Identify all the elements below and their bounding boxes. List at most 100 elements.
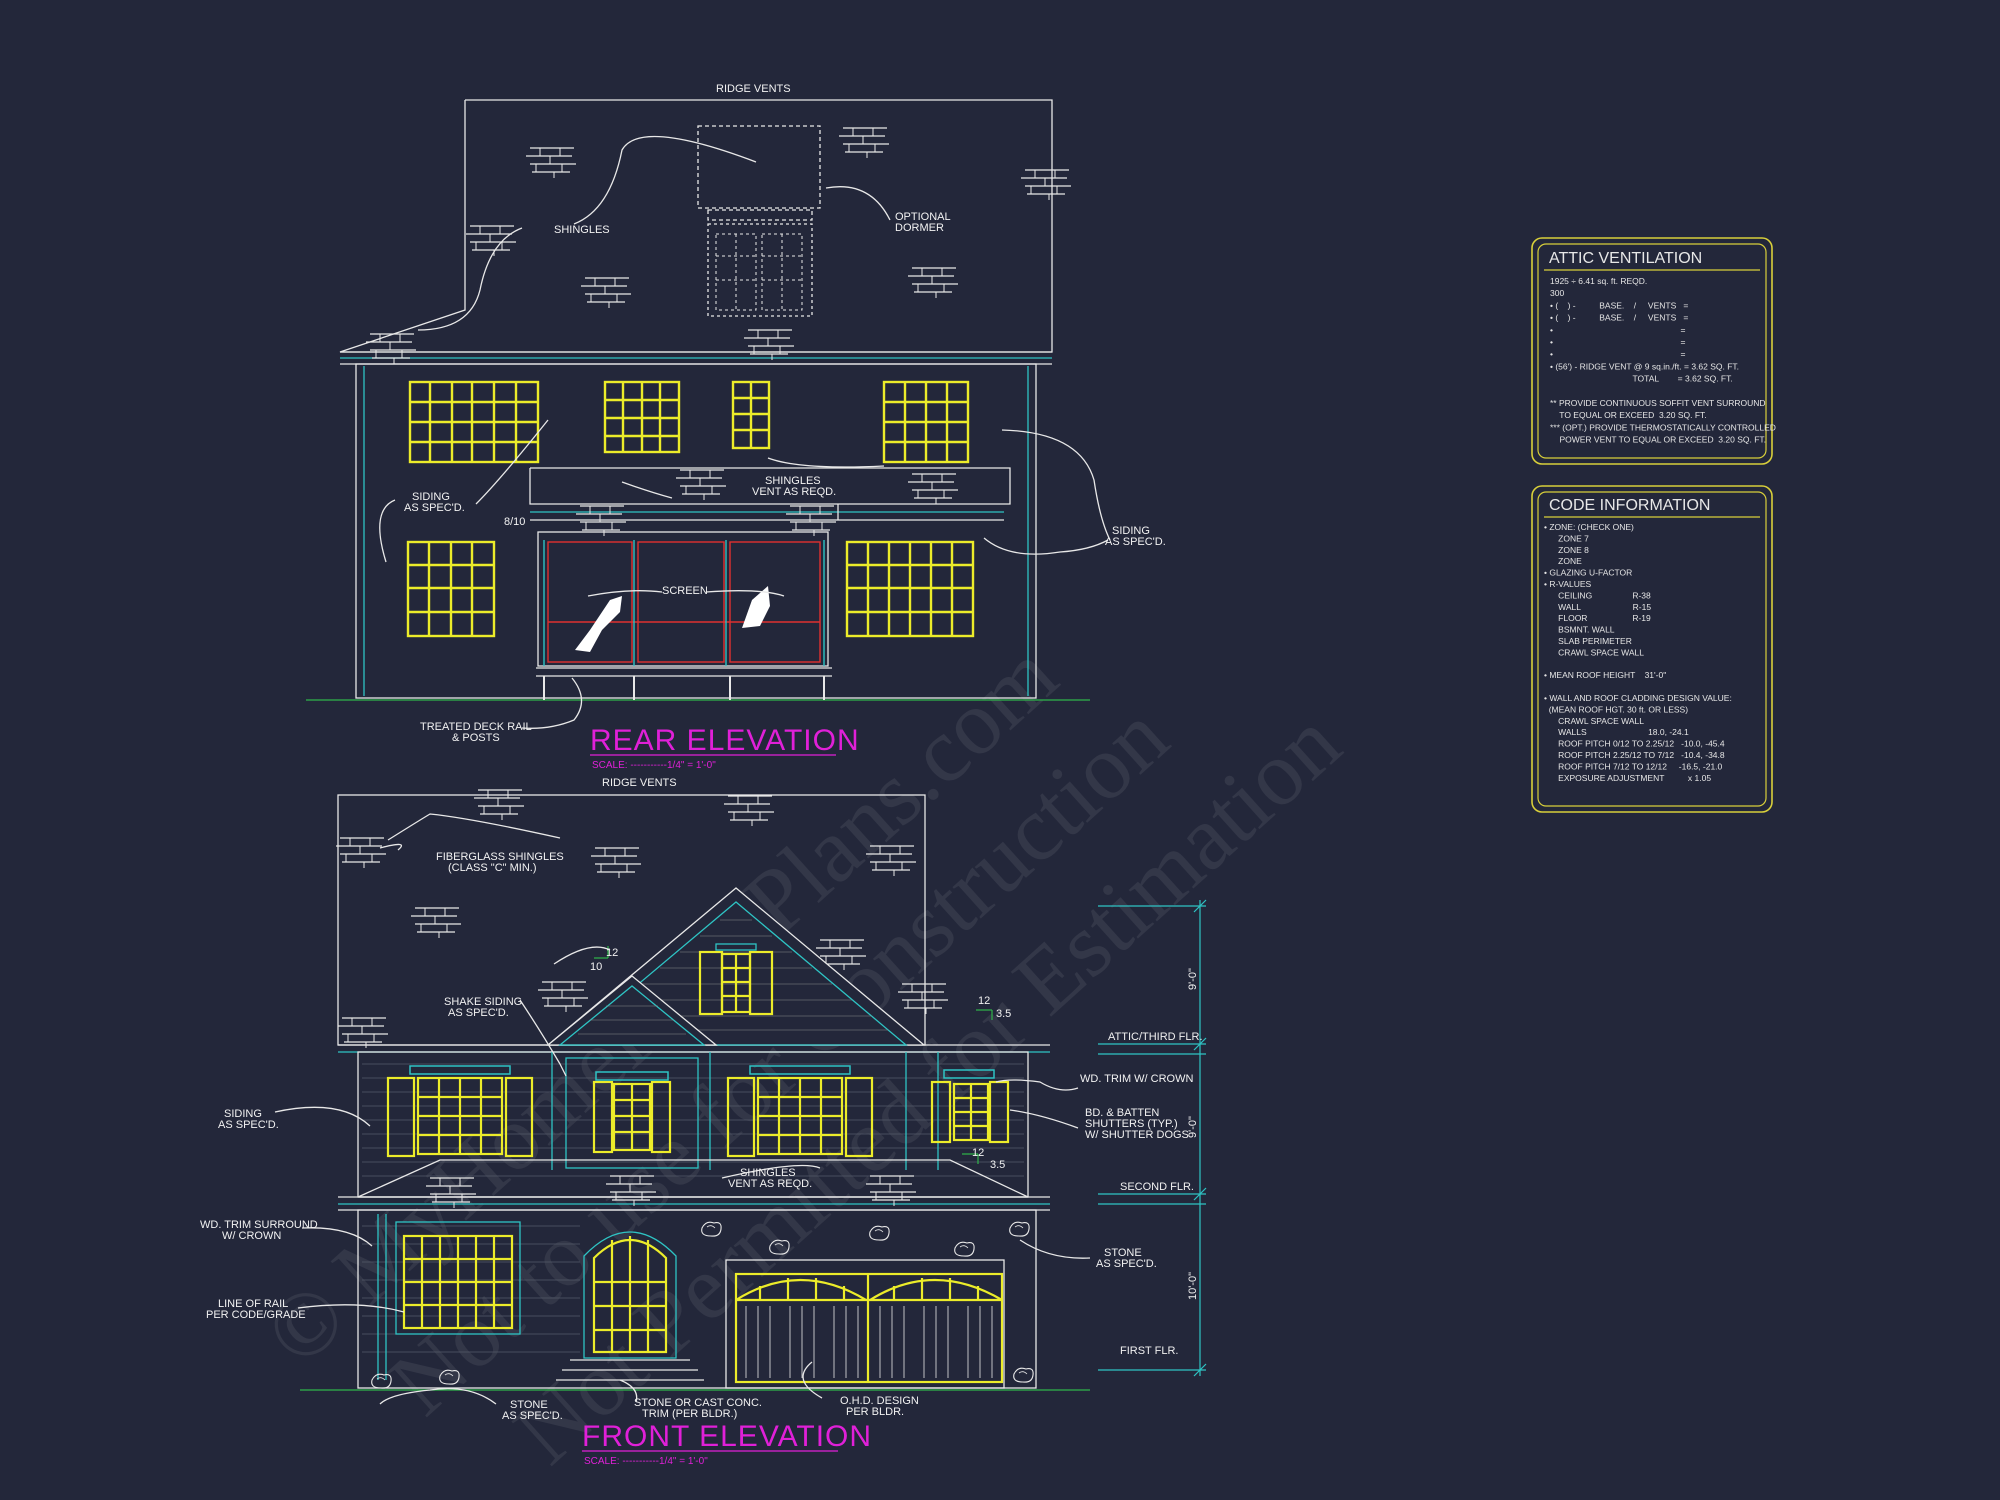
panel-line: WALLS 18.0, -24.1 bbox=[1544, 727, 1689, 737]
code-information-lines: • ZONE: (CHECK ONE) ZONE 7 ZONE 8 ZONE• … bbox=[1544, 522, 1732, 783]
panel-line: CEILING R-38 bbox=[1544, 590, 1651, 600]
optional-dormer bbox=[697, 125, 821, 209]
rear-siding-left-label-2: AS SPEC'D. bbox=[404, 502, 465, 514]
pitch-12-label-a: 12 bbox=[606, 947, 618, 959]
deck-rail-label-2: & POSTS bbox=[452, 732, 500, 744]
dim-second: 9'-0" bbox=[1187, 1116, 1199, 1138]
panel-line: CRAWL SPACE WALL bbox=[1544, 716, 1644, 726]
panel-line: • = bbox=[1550, 325, 1686, 335]
fiberglass-label-2: (CLASS "C" MIN.) bbox=[448, 862, 536, 874]
front-elevation-scale: SCALE: -----------1/4" = 1'-0" bbox=[584, 1456, 708, 1467]
optional-dormer-label-1: OPTIONAL bbox=[895, 211, 951, 223]
front-entry-door bbox=[592, 1238, 668, 1354]
pitch-12-label-b: 12 bbox=[978, 995, 990, 1007]
front-elevation-title: FRONT ELEVATION bbox=[582, 1420, 872, 1453]
front-shutter bbox=[844, 1076, 874, 1158]
panel-line: SLAB PERIMETER bbox=[1544, 636, 1632, 646]
optional-dormer-label-2: DORMER bbox=[895, 222, 944, 234]
panel-line: • = bbox=[1550, 337, 1686, 347]
panel-line: POWER VENT TO EQUAL OR EXCEED 3.20 SQ. F… bbox=[1550, 435, 1766, 445]
screen-label: SCREEN bbox=[662, 585, 708, 597]
trim-crown-label: WD. TRIM W/ CROWN bbox=[1080, 1073, 1193, 1085]
rear-elevation-scale: SCALE: -----------1/4" = 1'-0" bbox=[592, 760, 716, 771]
front-shutter bbox=[930, 1080, 952, 1144]
shutters-label-1: BD. & BATTEN bbox=[1085, 1107, 1159, 1119]
dim-attic: 9'-0" bbox=[1187, 968, 1199, 990]
front-elevation: RIDGE VENTS FIBERGLASS SHINGLES (CLASS "… bbox=[200, 777, 1207, 1467]
dim-first: 10'-0" bbox=[1187, 1272, 1199, 1300]
stone-right-label-2: AS SPEC'D. bbox=[1096, 1258, 1157, 1270]
panel-line: • R-VALUES bbox=[1544, 579, 1592, 589]
panel-line: TO EQUAL OR EXCEED 3.20 SQ. FT. bbox=[1550, 410, 1707, 420]
level-attic-label: ATTIC/THIRD FLR. bbox=[1108, 1031, 1203, 1043]
panel-line: (MEAN ROOF HGT. 30 ft. OR LESS) bbox=[1544, 704, 1688, 714]
attic-ventilation-lines: 1925 ÷ 6.41 sq. ft. REQD.300• ( ) - BASE… bbox=[1550, 276, 1776, 445]
rear-siding-right-label-1: SIDING bbox=[1112, 525, 1150, 537]
panel-line: • GLAZING U-FACTOR bbox=[1544, 568, 1632, 578]
panel-line: TOTAL = 3.62 SQ. FT. bbox=[1550, 374, 1733, 384]
front-shutter bbox=[386, 1076, 416, 1158]
panel-line: • MEAN ROOF HEIGHT 31'-0" bbox=[1544, 670, 1666, 680]
stone-bottom-label-1: STONE bbox=[510, 1399, 548, 1411]
front-shutter bbox=[592, 1080, 614, 1154]
ohd-label-1: O.H.D. DESIGN bbox=[840, 1395, 919, 1407]
watermark-line-2: Not to use for Construction bbox=[370, 684, 1186, 1433]
fiberglass-label-1: FIBERGLASS SHINGLES bbox=[436, 851, 564, 863]
front-shingles-vent-label-1: SHINGLES bbox=[740, 1167, 796, 1179]
front-first-floor-wall bbox=[357, 1209, 1037, 1389]
panel-line: EXPOSURE ADJUSTMENT x 1.05 bbox=[1544, 773, 1711, 783]
line-of-rail-label-1: LINE OF RAIL bbox=[218, 1298, 288, 1310]
front-shingles-vent-label-2: VENT AS REQD. bbox=[728, 1178, 812, 1190]
attic-ventilation-title: ATTIC VENTILATION bbox=[1549, 250, 1702, 267]
front-siding-label-1: SIDING bbox=[224, 1108, 262, 1120]
code-information-title: CODE INFORMATION bbox=[1549, 497, 1710, 514]
panel-line: FLOOR R-19 bbox=[1544, 613, 1651, 623]
rear-shingles-vent-label-2: VENT AS REQD. bbox=[752, 486, 836, 498]
front-ridge-vents-label: RIDGE VENTS bbox=[602, 777, 677, 789]
panel-line: • ( ) - BASE. / VENTS = bbox=[1550, 313, 1688, 323]
rear-elevation: RIDGE VENTS SHINGLES OPTIONAL DORMER SID… bbox=[306, 83, 1166, 771]
rear-elevation-title: REAR ELEVATION bbox=[590, 724, 860, 757]
shake-siding-label-1: SHAKE SIDING bbox=[444, 996, 522, 1008]
front-shutter bbox=[504, 1076, 534, 1158]
front-siding-label-2: AS SPEC'D. bbox=[218, 1119, 279, 1131]
rear-siding-left-label-1: SIDING bbox=[412, 491, 450, 503]
pitch-10-label: 10 bbox=[590, 961, 602, 973]
attic-ventilation-panel: ATTIC VENTILATION 1925 ÷ 6.41 sq. ft. RE… bbox=[1531, 237, 1776, 465]
panel-line: ** PROVIDE CONTINUOUS SOFFIT VENT SURROU… bbox=[1550, 398, 1766, 408]
shutters-label-2: SHUTTERS (TYP.) bbox=[1085, 1118, 1178, 1130]
code-information-panel: CODE INFORMATION • ZONE: (CHECK ONE) ZON… bbox=[1531, 485, 1773, 813]
stone-bottom-label-2: AS SPEC'D. bbox=[502, 1410, 563, 1422]
panel-line: *** (OPT.) PROVIDE THERMOSTATICALLY CONT… bbox=[1550, 422, 1776, 432]
level-second-label: SECOND FLR. bbox=[1120, 1181, 1194, 1193]
panel-line: • ( ) - BASE. / VENTS = bbox=[1550, 300, 1688, 310]
pitch-35-label-a: 3.5 bbox=[996, 1008, 1011, 1020]
rear-siding-right-label-2: AS SPEC'D. bbox=[1105, 536, 1166, 548]
panel-line: • WALL AND ROOF CLADDING DESIGN VALUE: bbox=[1544, 693, 1732, 703]
rear-roof-outline bbox=[339, 99, 1053, 353]
panel-line: ROOF PITCH 7/12 TO 12/12 -16.5, -21.0 bbox=[1544, 761, 1723, 771]
front-shutter bbox=[988, 1080, 1010, 1144]
panel-line: ROOF PITCH 2.25/12 TO 7/12 -10.4, -34.8 bbox=[1544, 750, 1725, 760]
trim-surround-label-2: W/ CROWN bbox=[222, 1230, 281, 1242]
panel-line: ROOF PITCH 0/12 TO 2.25/12 -10.0, -45.4 bbox=[1544, 739, 1725, 749]
shutters-label-3: W/ SHUTTER DOGS bbox=[1085, 1129, 1189, 1141]
line-of-rail-label-2: PER CODE/GRADE bbox=[206, 1309, 306, 1321]
stone-trim-label-1: STONE OR CAST CONC. bbox=[634, 1397, 762, 1409]
panel-line: 1925 ÷ 6.41 sq. ft. REQD. bbox=[1550, 276, 1647, 286]
front-shutter bbox=[726, 1076, 756, 1158]
header-size-label: 8/10 bbox=[504, 516, 525, 528]
front-shutter bbox=[650, 1080, 672, 1154]
trim-surround-label-1: WD. TRIM SURROUND bbox=[200, 1219, 318, 1231]
pitch-12-label-c: 12 bbox=[972, 1147, 984, 1159]
pitch-35-label-b: 3.5 bbox=[990, 1159, 1005, 1171]
rear-ridge-vents-label: RIDGE VENTS bbox=[716, 83, 791, 95]
panel-line: WALL R-15 bbox=[1544, 602, 1651, 612]
stone-trim-label-2: TRIM (PER BLDR.) bbox=[642, 1408, 737, 1420]
panel-line: CRAWL SPACE WALL bbox=[1544, 647, 1644, 657]
ohd-label-2: PER BLDR. bbox=[846, 1406, 904, 1418]
panel-line: ZONE bbox=[1544, 556, 1582, 566]
panel-line: • ZONE: (CHECK ONE) bbox=[1544, 522, 1634, 532]
panel-line: • = bbox=[1550, 349, 1686, 359]
